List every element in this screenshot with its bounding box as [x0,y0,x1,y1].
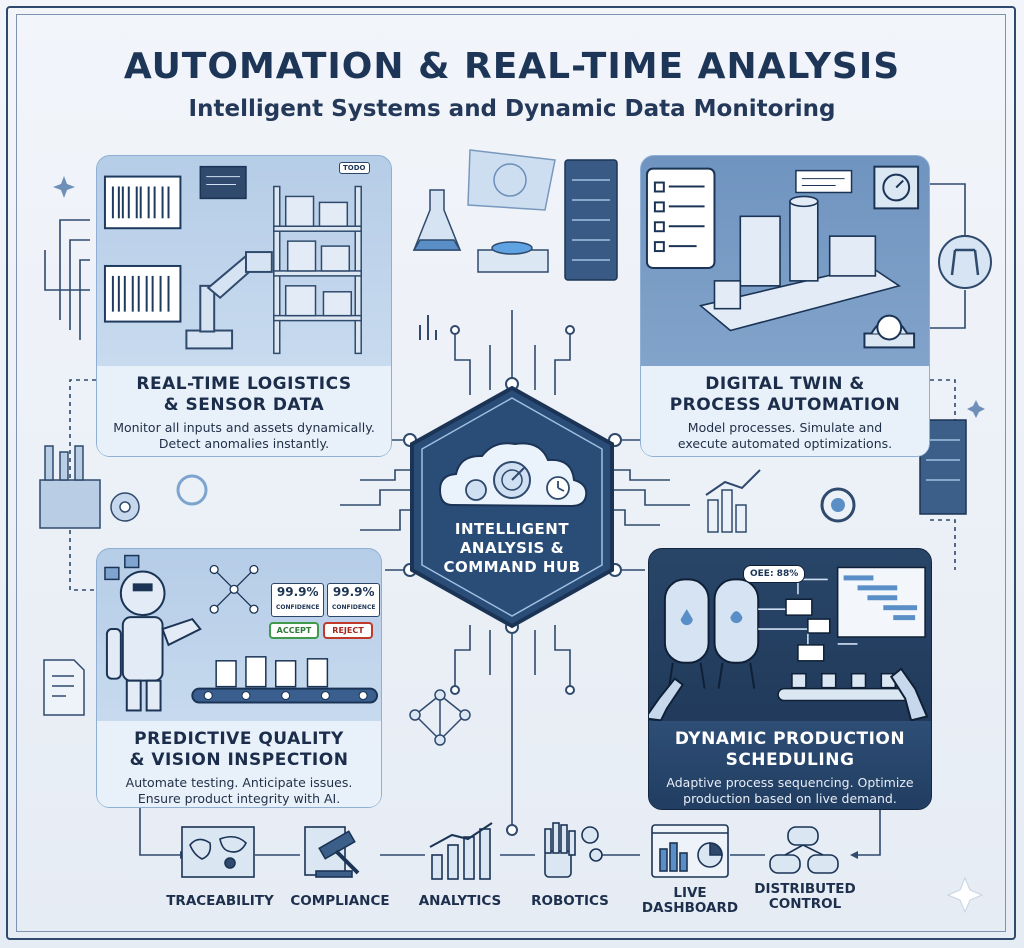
label-distributed-control: DISTRIBUTED CONTROL [750,882,860,912]
label-line1: DISTRIBUTED [754,881,856,897]
panel-desc-line1: Adaptive process sequencing. Optimize [666,775,914,790]
caption-box [97,366,391,456]
accept-badge: ACCEPT [269,622,319,639]
label-live-dashboard: LIVE DASHBOARD [640,886,740,916]
panel-logistics: TODO REAL-TIME LOGISTICS & SENSOR DATA M… [96,155,392,457]
growth-chart-icon [705,469,761,533]
inner-frame [16,14,1006,932]
factory-line-illustration [645,165,920,349]
flask-icon [412,189,462,251]
panel-title-line1: DYNAMIC PRODUCTION [674,729,906,749]
server-tower-icon [564,159,618,281]
confidence-value: 99.9% [276,585,319,599]
bottom-icons [181,822,839,880]
panel-dynamic-production: OEE: 88% DYNAMIC PRODUCTION SCHEDULING A… [648,548,932,810]
page-subtitle: Intelligent Systems and Dynamic Data Mon… [188,96,836,122]
network-graph-icon [409,689,471,746]
label-line1: LIVE [673,885,707,901]
status-tag: TODO [339,162,370,174]
mini-chart-icon [419,315,437,340]
page-title: AUTOMATION & REAL-TIME ANALYSIS [123,46,901,87]
hub-title: INTELLIGENT ANALYSIS & COMMAND HUB [443,520,581,576]
label-line2: CONTROL [768,896,842,912]
gamepad-icon [769,826,839,874]
target-icon [820,487,856,523]
confidence-label: CONFIDENCE [276,604,320,611]
hub-hexagon [410,385,614,629]
panel-title-line1: DIGITAL TWIN & [705,374,865,394]
sparkle-icon [946,876,984,914]
panel-title-line2: & VISION INSPECTION [129,750,349,770]
vision-inspection-illustration [104,554,379,712]
panel-desc-line1: Model processes. Simulate and [687,420,883,435]
confidence-value: 99.9% [332,585,375,599]
panel-title-line1: PREDICTIVE QUALITY [134,729,344,749]
confidence-badge: 99.9% CONFIDENCE [271,583,325,617]
panel-digital-twin: DIGITAL TWIN & PROCESS AUTOMATION Model … [640,155,930,457]
panel-title-line1: REAL-TIME LOGISTICS [136,374,352,394]
label-traceability: TRACEABILITY [166,893,274,909]
caption-box [641,366,929,456]
oee-badge: OEE: 88% [743,565,806,583]
panel-title-line2: PROCESS AUTOMATION [669,395,901,415]
panel-title-line2: SCHEDULING [725,750,855,770]
production-scheduling-illustration [649,566,929,721]
neural-net-icon [209,564,259,614]
reject-badge: REJECT [323,622,373,639]
robot-hand-icon [544,822,603,878]
gripper-icon [938,235,992,289]
warehouse-illustration [103,165,362,355]
label-line2: DASHBOARD [641,900,739,916]
panel-desc-line2: execute automated optimizations. [677,436,893,451]
label-analytics: ANALYTICS [418,893,502,909]
panel-predictive-quality: 99.9% CONFIDENCE 99.9% CONFIDENCE ACCEPT… [96,548,382,808]
caption-box [649,721,931,809]
panel-desc-line2: production based on live demand. [683,791,897,806]
hologram-projector-icon [467,149,556,273]
gear-icon [110,492,140,522]
confidence-label: CONFIDENCE [332,604,376,611]
confidence-badge: 99.9% CONFIDENCE [327,583,381,617]
dashboard-icon [651,824,729,878]
label-compliance: COMPLIANCE [290,893,390,909]
factory-icon [39,445,101,529]
outer-frame [6,6,1016,940]
panel-desc-line2: Ensure product integrity with AI. [137,791,341,806]
world-map-icon [181,826,255,878]
bar-chart-icon [429,822,493,880]
document-icon [43,659,85,716]
panel-desc-line2: Detect anomalies instantly. [158,436,330,451]
caption-box [97,721,381,807]
gavel-icon [304,826,360,878]
label-robotics: ROBOTICS [531,893,609,909]
panel-desc-line1: Automate testing. Anticipate issues. [125,775,353,790]
panel-desc-line1: Monitor all inputs and assets dynamicall… [113,420,375,435]
refresh-icon [176,474,208,506]
panel-title-line2: & SENSOR DATA [163,395,325,415]
